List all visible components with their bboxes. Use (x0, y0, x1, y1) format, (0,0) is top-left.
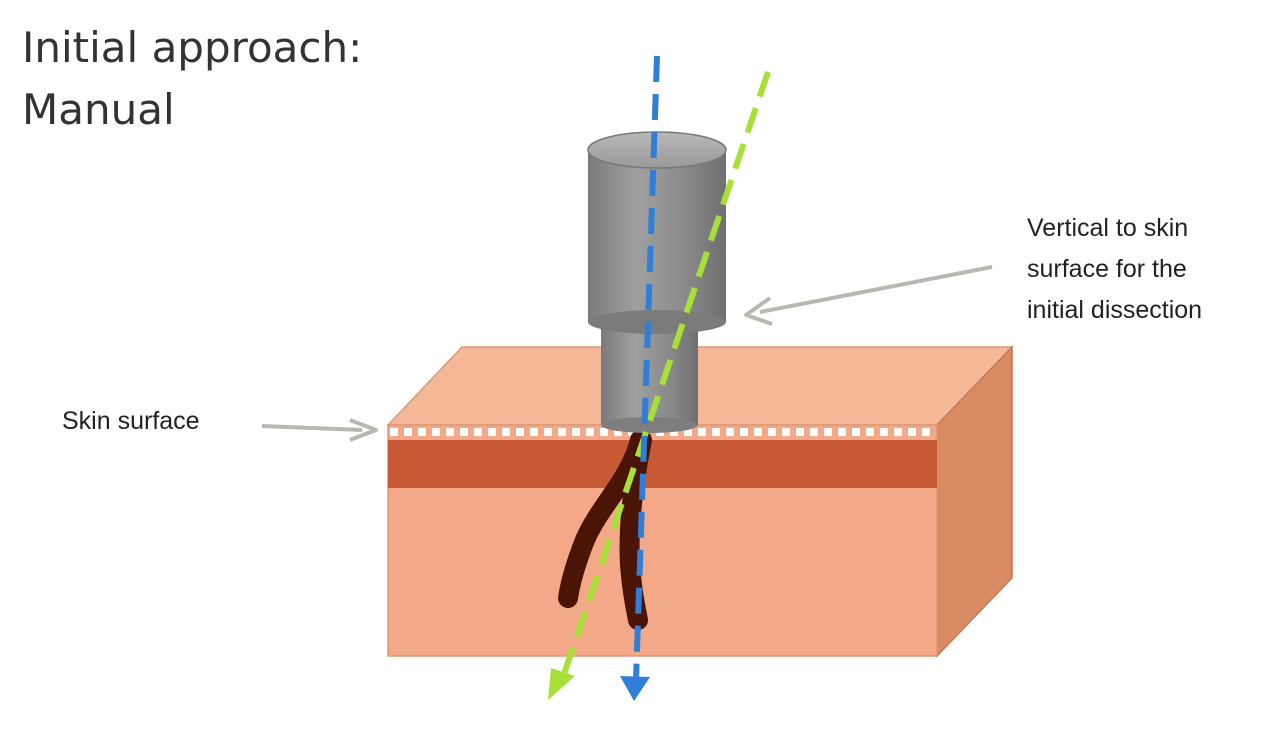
skin-top-face (386, 346, 1014, 426)
vertical-axis-arrowhead (620, 676, 650, 701)
hair-follicle-right (619, 430, 652, 630)
angled-axis (548, 71, 771, 700)
punch-tool-top (587, 131, 727, 169)
punch-tool-tip-bottom (601, 417, 698, 433)
vertical-note-line-2: surface for the (1027, 255, 1187, 283)
vertical-axis (620, 55, 660, 701)
punch-tool-body-bottom (588, 310, 726, 334)
title-line-1: Initial approach: (22, 23, 362, 72)
skin-block (386, 345, 1014, 658)
vertical-note-arrow (744, 265, 993, 326)
hair-follicles (558, 430, 652, 630)
angled-axis-arrowhead (548, 668, 575, 700)
title-line-2: Manual (22, 85, 175, 134)
skin-surface-label: Skin surface (62, 407, 200, 435)
punch-tool-body (588, 150, 726, 322)
vertical-note-line-3: initial dissection (1027, 296, 1202, 324)
vertical-note-line-1: Vertical to skin (1027, 214, 1188, 242)
dermis-band (388, 440, 937, 488)
skin-surface-arrow (261, 418, 378, 442)
